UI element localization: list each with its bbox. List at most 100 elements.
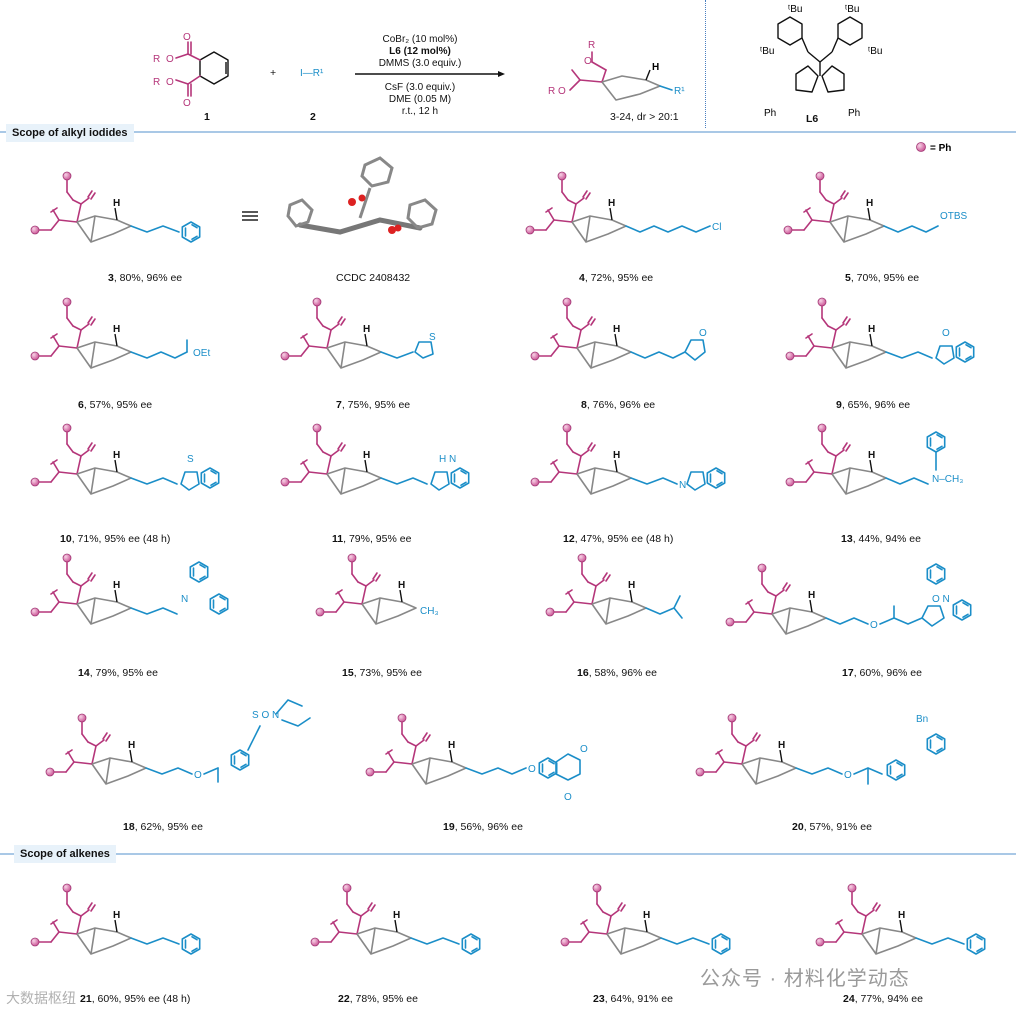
reactant-2-formula: I—R¹ (300, 68, 324, 79)
svg-text:R: R (153, 77, 160, 88)
product-structure: H R¹ R R O O (548, 40, 685, 101)
compound-label-7: 7, 75%, 95% ee (336, 399, 410, 411)
svg-text:R: R (153, 54, 160, 65)
svg-text:H N: H N (439, 454, 456, 465)
section-title-alkenes: Scope of alkenes (14, 845, 116, 863)
compound-7-structure: S (280, 297, 436, 369)
equivalent-sign (242, 211, 258, 221)
svg-text:ᵗBu: ᵗBu (868, 46, 882, 57)
compound-17-structure: O O N (725, 563, 972, 635)
compound-label-3: 3, 80%, 96% ee (108, 272, 182, 284)
svg-text:R: R (588, 40, 595, 51)
svg-text:N: N (679, 480, 686, 491)
compound-12-structure: N (530, 423, 726, 495)
crystal-structure-image (286, 156, 438, 235)
compound-4-structure: Cl (525, 171, 721, 243)
svg-text:Ph: Ph (848, 108, 860, 119)
reactant-1-diester: O O O O R R (153, 32, 229, 109)
crystal-label: CCDC 2408432 (336, 272, 410, 284)
section-divider-top (0, 131, 1016, 133)
svg-text:O: O (183, 32, 191, 43)
svg-text:O N: O N (932, 594, 950, 605)
svg-text:O: O (699, 328, 707, 339)
scheme-separator (705, 0, 706, 128)
svg-text:L6 (12 mol%): L6 (12 mol%) (389, 46, 451, 57)
compound-label-9: 9, 65%, 96% ee (836, 399, 910, 411)
svg-text:ᵗBu: ᵗBu (788, 4, 802, 15)
compound-label-16: 16, 58%, 96% ee (577, 667, 657, 679)
compound-10-structure: S (30, 423, 220, 495)
watermark-right: 公众号 · 材料化学动态 (700, 968, 910, 990)
svg-text:S: S (187, 454, 194, 465)
svg-text:ᵗBu: ᵗBu (845, 4, 859, 15)
svg-text:N–CH₃: N–CH₃ (932, 474, 963, 485)
compound-label-8: 8, 76%, 96% ee (581, 399, 655, 411)
svg-text:O: O (870, 620, 878, 631)
svg-text:CoBr₂ (10 mol%): CoBr₂ (10 mol%) (382, 34, 457, 45)
compound-label-17: 17, 60%, 96% ee (842, 667, 922, 679)
ligand-L6: ᵗBu ᵗBu ᵗBu ᵗBu Ph Ph (760, 4, 882, 119)
ligand-label: L6 (806, 113, 818, 125)
svg-text:O: O (558, 86, 566, 97)
svg-text:O: O (580, 744, 588, 755)
compound-label-15: 15, 73%, 95% ee (342, 667, 422, 679)
compound-3-structure (30, 171, 201, 243)
svg-text:R: R (548, 86, 555, 97)
svg-text:DMMS (3.0 equiv.): DMMS (3.0 equiv.) (379, 58, 462, 69)
reaction-conditions: CoBr₂ (10 mol%) L6 (12 mol%) DMMS (3.0 e… (355, 34, 505, 117)
compound-5-structure: OTBS (783, 171, 968, 243)
compound-label-10: 10, 71%, 95% ee (48 h) (60, 533, 170, 545)
product-label: 3-24, dr > 20:1 (610, 111, 679, 123)
section-divider-alkenes (0, 853, 1016, 855)
compound-23-structure (560, 883, 731, 955)
svg-text:r.t., 12 h: r.t., 12 h (402, 106, 438, 117)
svg-text:O: O (194, 770, 202, 781)
svg-text:O: O (183, 98, 191, 109)
svg-text:H: H (652, 62, 659, 73)
legend-ph: = Ph (916, 142, 951, 154)
reactant-2-label: 2 (310, 111, 316, 123)
compound-18-structure: O S O N (45, 699, 311, 785)
compound-label-13: 13, 44%, 94% ee (841, 533, 921, 545)
svg-text:R¹: R¹ (674, 86, 685, 97)
compound-label-14: 14, 79%, 95% ee (78, 667, 158, 679)
compound-label-11: 11, 79%, 95% ee (332, 533, 412, 545)
compound-label-21: 21, 60%, 95% ee (48 h) (80, 993, 190, 1005)
compound-label-22: 22, 78%, 95% ee (338, 993, 418, 1005)
svg-text:CH₃: CH₃ (420, 606, 439, 617)
svg-text:O: O (942, 328, 950, 339)
svg-text:O: O (528, 764, 536, 775)
compound-label-4: 4, 72%, 95% ee (579, 272, 653, 284)
compound-19-structure: O O O (365, 713, 588, 803)
svg-text:= Ph: = Ph (930, 143, 951, 154)
svg-text:OEt: OEt (193, 348, 210, 359)
svg-text:Cl: Cl (712, 222, 721, 233)
compound-21-structure (30, 883, 201, 955)
compound-15-structure: CH₃ (315, 553, 439, 625)
compound-9-structure: O (785, 297, 975, 369)
compound-label-23: 23, 64%, 91% ee (593, 993, 673, 1005)
svg-text:O: O (844, 770, 852, 781)
compound-8-structure: O (530, 297, 707, 369)
compound-14-structure: N (30, 553, 229, 625)
compound-24-structure (815, 883, 986, 955)
svg-text:O: O (584, 56, 592, 67)
compound-labels: 3, 80%, 96% ee 4, 72%, 95% ee 5, 70%, 95… (60, 272, 923, 1005)
svg-text:CsF (3.0 equiv.): CsF (3.0 equiv.) (385, 82, 455, 93)
compound-13-structure: N–CH₃ (785, 423, 963, 495)
compound-label-24: 24, 77%, 94% ee (843, 993, 923, 1005)
compound-label-18: 18, 62%, 95% ee (123, 821, 203, 833)
compound-label-12: 12, 47%, 95% ee (48 h) (563, 533, 673, 545)
svg-text:S: S (429, 332, 436, 343)
svg-text:Ph: Ph (764, 108, 776, 119)
reactant-1-label: 1 (204, 111, 210, 123)
compound-20-structure: O Bn (695, 713, 946, 785)
compound-label-5: 5, 70%, 95% ee (845, 272, 919, 284)
svg-text:O: O (166, 54, 174, 65)
watermark-left: 大数据枢纽 (6, 990, 76, 1006)
svg-text:OTBS: OTBS (940, 211, 968, 222)
compound-label-20: 20, 57%, 91% ee (792, 821, 872, 833)
compound-16-structure (545, 553, 683, 625)
compound-label-19: 19, 56%, 96% ee (443, 821, 523, 833)
compound-11-structure: H N (280, 423, 470, 495)
